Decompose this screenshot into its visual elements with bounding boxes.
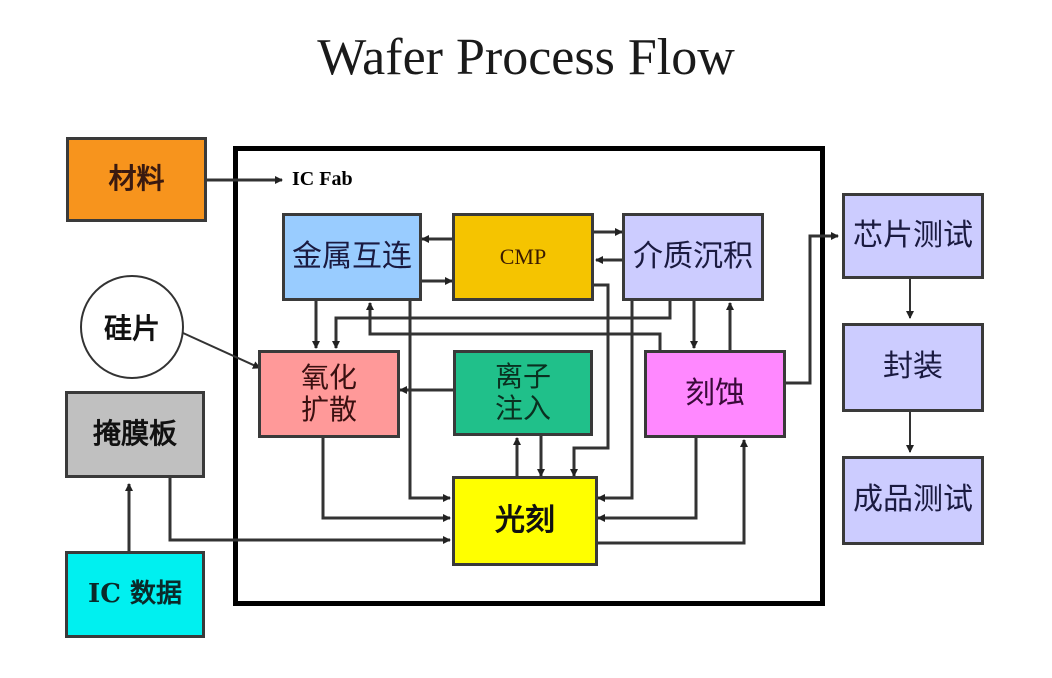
edge-wafer-oxidation: [182, 332, 261, 369]
node-metal-interconnect: 金属互连: [282, 213, 422, 301]
edge-etch-chiptest: [785, 232, 839, 385]
node-chip-test: 芯片测试: [842, 193, 984, 279]
edge-cmp-litho: [570, 283, 610, 477]
edge-dielectric-oxidation: [332, 301, 672, 349]
node-dielectric-deposition: 介质沉积: [622, 213, 764, 301]
edge-dielectric-litho: [597, 301, 634, 502]
node-materials: 材料: [66, 137, 207, 222]
node-final-test: 成品测试: [842, 456, 984, 545]
node-package: 封装: [842, 323, 984, 412]
node-lithography: 光刻: [452, 476, 598, 566]
edge-etch-litho: [597, 436, 698, 522]
edge-litho-etch: [596, 439, 748, 545]
node-cmp: CMP: [452, 213, 594, 301]
diagram-title: Wafer Process Flow: [317, 29, 735, 86]
ic-fab-frame: [233, 146, 825, 606]
edge-etch-metal: [366, 302, 662, 350]
edge-oxidation-litho: [321, 436, 451, 522]
node-mask: 掩膜板: [65, 391, 205, 478]
node-icdata: IC 数据: [65, 551, 205, 638]
ic-fab-label: IC Fab: [292, 168, 353, 190]
node-ion-implant: 离子 注入: [453, 350, 593, 436]
node-wafer: 硅片: [80, 275, 184, 379]
node-oxidation-diffusion: 氧化 扩散: [258, 350, 400, 438]
edge-mask-litho: [168, 476, 451, 544]
edge-metal-litho: [408, 299, 451, 502]
node-etch: 刻蚀: [644, 350, 786, 438]
